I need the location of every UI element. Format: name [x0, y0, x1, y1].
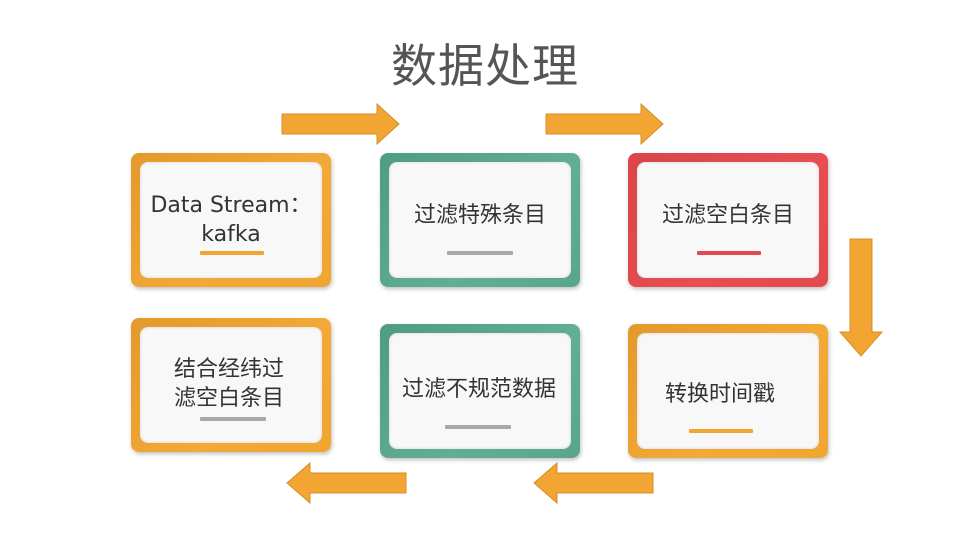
step-card-inner: Data Stream： kafka [140, 162, 322, 278]
step-card-inner: 结合经纬过 滤空白条目 [140, 327, 322, 443]
step-underline [689, 429, 753, 433]
step-label: 过滤不规范数据 [401, 377, 556, 402]
step-card-data-stream: Data Stream： kafka [131, 153, 331, 287]
step-label-line-2: kafka [201, 222, 261, 247]
step-label-line-2: 滤空白条目 [173, 386, 284, 411]
arrow-left-1 [533, 462, 654, 504]
step-underline [445, 425, 511, 429]
step-card-filter-blank: 过滤空白条目 [628, 153, 828, 287]
step-card-geo-filter: 结合经纬过 滤空白条目 [131, 318, 331, 452]
step-card-filter-special: 过滤特殊条目 [380, 153, 580, 287]
arrow-down [838, 238, 884, 357]
step-underline [200, 417, 266, 421]
page-title: 数据处理 [391, 39, 579, 93]
step-label-line-1: Data Stream： [150, 193, 312, 218]
arrow-left-2 [286, 462, 407, 504]
arrow-right-1 [281, 103, 400, 145]
step-underline [200, 251, 264, 255]
step-label: 过滤空白条目 [661, 203, 794, 228]
step-card-convert-timestamp: 转换时间戳 [628, 324, 828, 458]
step-card-inner: 转换时间戳 [637, 333, 819, 449]
step-card-inner: 过滤不规范数据 [389, 333, 571, 449]
step-underline [697, 251, 761, 255]
step-card-inner: 过滤特殊条目 [389, 162, 571, 278]
step-label: 转换时间戳 [664, 382, 775, 407]
step-label-line-1: 结合经纬过 [173, 357, 284, 382]
arrow-right-2 [545, 103, 664, 145]
step-card-inner: 过滤空白条目 [637, 162, 819, 278]
step-underline [447, 251, 513, 255]
step-card-filter-invalid: 过滤不规范数据 [380, 324, 580, 458]
step-label: 过滤特殊条目 [413, 203, 546, 228]
